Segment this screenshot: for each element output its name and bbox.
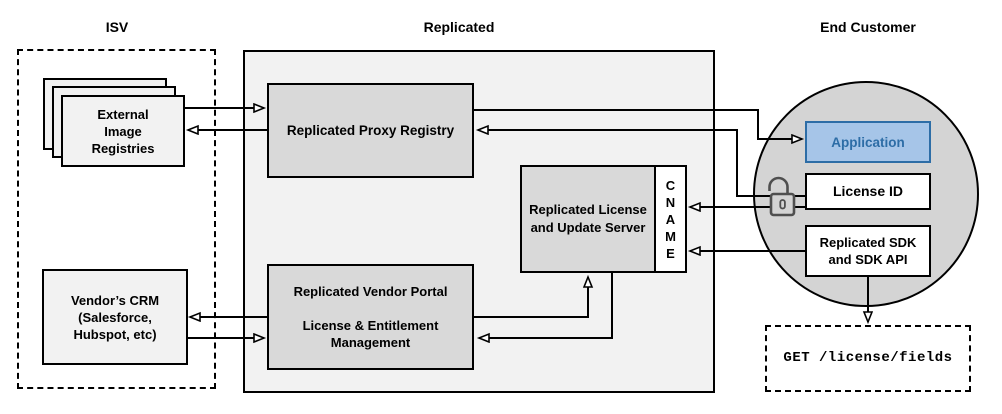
replicated-sdk-label: Replicated SDK and SDK API <box>819 235 917 267</box>
application-node: Application <box>805 121 931 163</box>
section-label-end-customer: End Customer <box>820 19 916 35</box>
replicated-license-update-server-node: Replicated License and Update Server CNA… <box>520 165 687 273</box>
replicated-vendor-portal-label: Replicated Vendor Portal License & Entit… <box>293 284 448 350</box>
section-label-isv: ISV <box>105 19 129 35</box>
isv-dashed-region <box>17 49 216 389</box>
license-update-server-label: Replicated License and Update Server <box>529 202 647 235</box>
get-license-fields-node: GET /license/fields <box>765 325 971 392</box>
application-label: Application <box>831 134 905 150</box>
vendors-crm-label: Vendor’s CRM (Salesforce, Hubspot, etc) <box>70 292 160 342</box>
edge-portal-to-license-server <box>474 277 588 318</box>
replicated-sdk-node: Replicated SDK and SDK API <box>805 225 931 277</box>
edge-license-server-to-portal <box>479 273 613 338</box>
get-license-fields-label: GET /license/fields <box>783 350 953 366</box>
replicated-proxy-registry-label: Replicated Proxy Registry <box>286 123 455 138</box>
replicated-vendor-portal-node: Replicated Vendor Portal License & Entit… <box>267 264 474 370</box>
license-id-node: License ID <box>805 173 931 210</box>
license-update-server-body: Replicated License and Update Server <box>522 167 654 271</box>
unlock-icon <box>768 176 796 217</box>
license-id-label: License ID <box>832 183 904 199</box>
cname-label: CNAME <box>665 177 676 261</box>
cname-strip: CNAME <box>654 167 685 271</box>
vendors-crm-node: Vendor’s CRM (Salesforce, Hubspot, etc) <box>42 269 188 365</box>
edge-proxy-to-application <box>474 109 802 139</box>
external-image-registries-node: External Image Registries <box>61 95 185 167</box>
external-image-registries-label: External Image Registries <box>91 106 155 156</box>
section-label-replicated: Replicated <box>423 19 495 35</box>
replicated-proxy-registry-node: Replicated Proxy Registry <box>267 83 474 178</box>
